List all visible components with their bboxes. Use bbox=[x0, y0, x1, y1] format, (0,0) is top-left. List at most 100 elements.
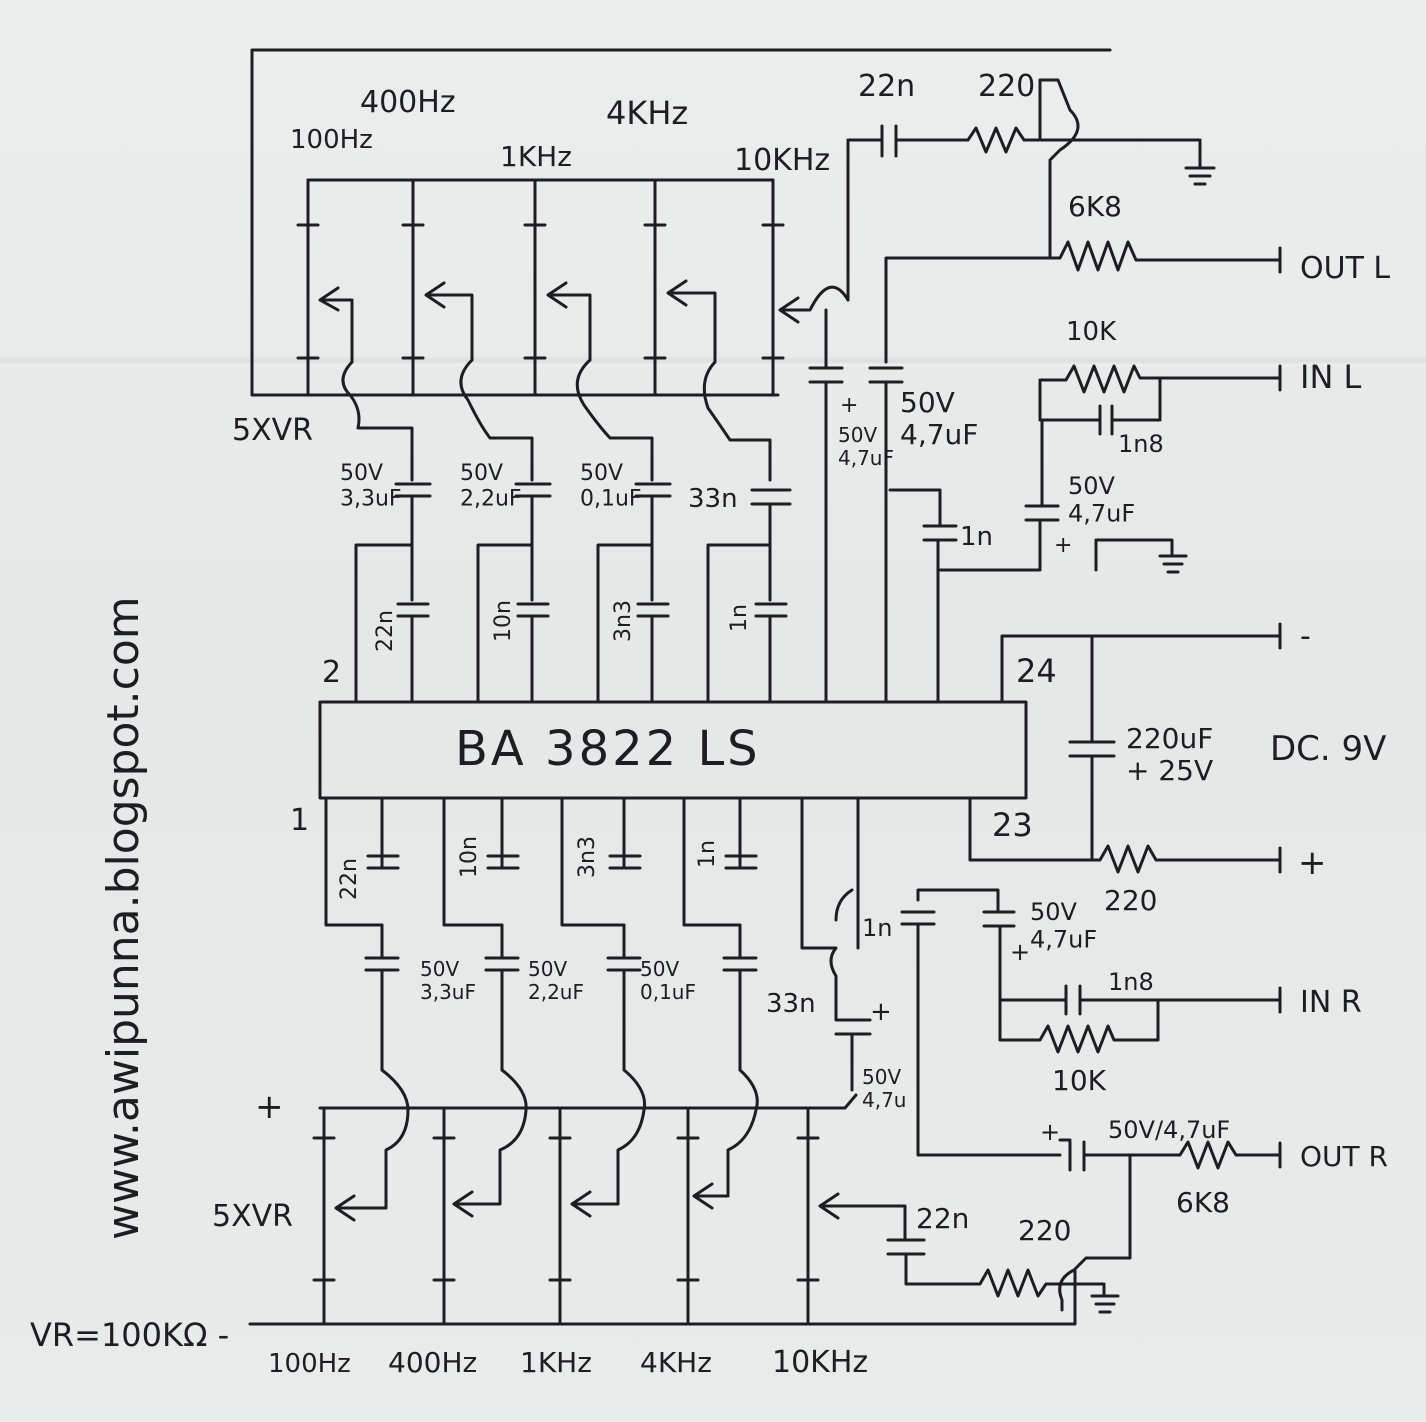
power-resistor-wire bbox=[968, 796, 1282, 874]
pin-2-label: 2 bbox=[322, 655, 341, 690]
top-filter-cap-1 bbox=[354, 543, 430, 704]
bottom-out-feedback bbox=[1058, 1153, 1132, 1312]
top-wire-1khz bbox=[575, 358, 654, 482]
pin-24-label: 24 bbox=[1016, 652, 1057, 690]
bottom-potentiometers bbox=[322, 1106, 810, 1326]
bottom-freq-10khz: 10KHz bbox=[772, 1345, 868, 1380]
bottom-coupling-cap-3 bbox=[606, 923, 642, 1072]
ic-label: BA 3822 LS bbox=[455, 721, 761, 777]
bottom-bus-bottom bbox=[248, 1268, 1077, 1326]
top-filter-cap-1-label: 22n bbox=[373, 610, 398, 652]
bottom-filter-cap-1-label: 22n bbox=[337, 858, 362, 900]
bottom-coupling-cap-2 bbox=[484, 923, 520, 1072]
out-r-label: OUT R bbox=[1300, 1140, 1388, 1173]
bottom-plus-d: + bbox=[1040, 1118, 1060, 1146]
bottom-wire-1khz bbox=[570, 1068, 647, 1218]
bottom-vr-label: 5XVR bbox=[212, 1199, 293, 1234]
top-wire-4khz bbox=[702, 360, 772, 482]
top-cap-1n-label: 1n bbox=[960, 522, 993, 552]
top-cap-470a bbox=[808, 308, 844, 704]
power-cap bbox=[1068, 634, 1116, 862]
bottom-filter-cap-3 bbox=[560, 796, 642, 927]
top-cap-1n bbox=[888, 488, 958, 704]
power-cap-label: 220uF+ 25V bbox=[1126, 722, 1213, 787]
bottom-out-network bbox=[1058, 1138, 1282, 1172]
bottom-cap-1n-label: 1n bbox=[862, 914, 892, 942]
wiper-arrow-1khz bbox=[546, 281, 592, 362]
top-freq-400hz: 400Hz bbox=[360, 85, 456, 120]
bottom-cap-470b bbox=[800, 796, 872, 1092]
bottom-feedback-network bbox=[886, 1238, 1120, 1314]
top-filter-cap-2 bbox=[476, 543, 550, 704]
power-plus-label: + bbox=[1298, 843, 1327, 883]
website-label: www.awipunna.blogspot.com bbox=[98, 596, 149, 1240]
in-l-label: IN L bbox=[1300, 358, 1362, 396]
out-l-label: OUT L bbox=[1300, 251, 1390, 286]
bottom-fb-cap-label: 22n bbox=[916, 1202, 969, 1235]
top-fb-res-label: 220 bbox=[978, 69, 1035, 104]
top-potentiometers bbox=[296, 178, 850, 397]
bottom-filter-cap-4-label: 1n bbox=[695, 840, 720, 868]
supply-label: DC. 9V bbox=[1270, 729, 1386, 769]
wiper-arrow-10khz bbox=[778, 296, 810, 324]
top-wire-100hz bbox=[341, 360, 414, 482]
pin-1-label: 1 bbox=[290, 803, 309, 838]
top-ground-2 bbox=[1094, 538, 1188, 574]
top-freq-100hz: 100Hz bbox=[290, 125, 373, 155]
top-in-res-label: 10K bbox=[1066, 317, 1117, 347]
top-out-resistor bbox=[884, 240, 1282, 364]
top-freq-10khz: 10KHz bbox=[734, 143, 830, 178]
top-fb-cap-label: 22n bbox=[858, 69, 915, 104]
top-feedback-network bbox=[846, 78, 1080, 302]
bottom-coupling-cap-4 bbox=[722, 923, 758, 1072]
bottom-filter-cap-1 bbox=[324, 796, 400, 927]
bottom-plus-b: + bbox=[870, 997, 892, 1027]
wiper-arrow-400hz bbox=[424, 281, 474, 362]
top-filter-cap-3-label: 3n3 bbox=[611, 600, 636, 642]
wiper-arrow-bottom-10khz bbox=[818, 1192, 907, 1242]
wiper-arrow-4khz bbox=[666, 279, 717, 364]
bottom-plus-sign: + bbox=[255, 1087, 284, 1127]
pin-23-label: 23 bbox=[992, 806, 1033, 844]
top-in-network bbox=[938, 364, 1282, 572]
top-in-cap-label: 1n8 bbox=[1118, 430, 1164, 458]
bottom-filter-cap-3-label: 3n3 bbox=[575, 836, 600, 878]
top-filter-cap-3 bbox=[596, 543, 670, 704]
top-cap-470b bbox=[868, 366, 904, 704]
bottom-cap-470c-label: 50V/4,7uF bbox=[1108, 1116, 1230, 1144]
bottom-wire-100hz bbox=[334, 1068, 410, 1222]
top-filter-cap-4-label: 1n bbox=[727, 604, 752, 632]
top-coupling-cap-3 bbox=[634, 482, 672, 602]
top-filter-cap-2-label: 10n bbox=[491, 600, 516, 642]
bottom-freq-100hz: 100Hz bbox=[268, 1349, 351, 1379]
top-wire-400hz bbox=[459, 358, 534, 482]
top-ground-1 bbox=[1038, 138, 1216, 186]
bottom-freq-400hz: 400Hz bbox=[388, 1346, 477, 1379]
bottom-coupling-cap-4-label: 33n bbox=[766, 989, 816, 1019]
power-section: - + 220uF+ 25V 220 DC. 9V bbox=[968, 619, 1386, 917]
bottom-in-cap-label: 1n8 bbox=[1108, 968, 1154, 996]
power-res-label: 220 bbox=[1104, 884, 1157, 917]
top-coupling-cap-4-label: 33n bbox=[688, 484, 738, 514]
top-freq-1khz: 1KHz bbox=[500, 140, 572, 173]
bottom-in-resistor bbox=[998, 998, 1160, 1054]
bottom-in-network bbox=[916, 888, 1282, 1016]
bottom-cap-1n bbox=[856, 796, 1062, 1157]
bottom-wire-400hz bbox=[452, 1068, 528, 1218]
top-coupling-cap-4 bbox=[750, 488, 792, 602]
bottom-out-res-label: 6K8 bbox=[1176, 1186, 1230, 1219]
bottom-filter-cap-2-label: 10n bbox=[457, 836, 482, 878]
bottom-fb-res-label: 220 bbox=[1018, 1214, 1071, 1247]
